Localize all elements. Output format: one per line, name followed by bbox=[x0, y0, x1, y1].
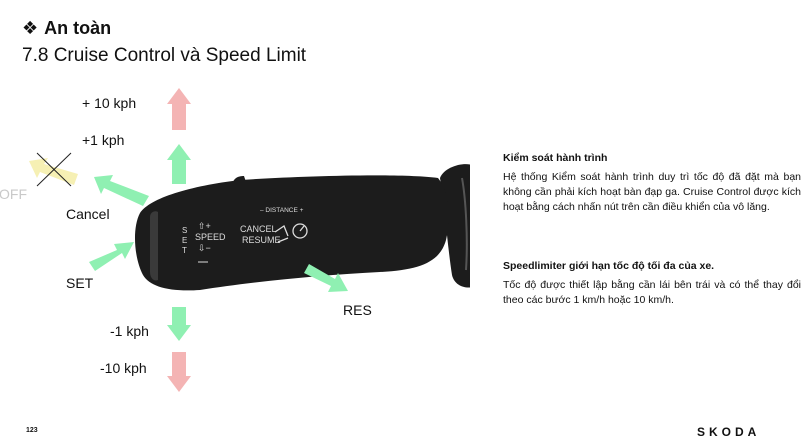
lever-set-t: T bbox=[182, 246, 187, 255]
speed-up-icon: ⇧+ bbox=[198, 221, 211, 231]
cruise-control-heading: Kiểm soát hành trình bbox=[503, 152, 608, 164]
plus-1-kph-label: +1 kph bbox=[82, 132, 125, 148]
off-arrow bbox=[29, 158, 78, 185]
lever-set-e: E bbox=[182, 236, 187, 245]
minus-1-kph-label: -1 kph bbox=[110, 323, 149, 339]
lever-distance-label: – DISTANCE + bbox=[260, 207, 304, 214]
minus-10-arrow bbox=[167, 352, 191, 392]
cruise-speedometer-icon bbox=[292, 223, 308, 239]
off-label: OFF bbox=[0, 186, 27, 202]
speedlimiter-description: Tốc độ được thiết lập bằng cần lái bên t… bbox=[503, 279, 801, 306]
resume-arrows-icon bbox=[274, 225, 289, 243]
page-subtitle: 7.8 Cruise Control và Speed Limit bbox=[22, 45, 307, 66]
section-title-text: An toàn bbox=[44, 18, 112, 38]
plus-10-kph-label: + 10 kph bbox=[82, 95, 137, 111]
cruise-control-diagram: – DISTANCE + S E T ⇧+ SPEED ⇩− CANCEL RE… bbox=[29, 88, 470, 392]
skoda-logo: SKODA bbox=[697, 425, 761, 439]
lever-set-s: S bbox=[182, 226, 187, 235]
set-label: SET bbox=[66, 275, 94, 291]
set-arrow bbox=[89, 242, 134, 271]
minus-1-arrow bbox=[167, 307, 191, 341]
cancel-arrow bbox=[94, 175, 149, 206]
plus-10-arrow bbox=[167, 88, 191, 130]
steering-column-shape bbox=[440, 164, 470, 288]
page-number: 123 bbox=[26, 427, 38, 434]
cancel-label: Cancel bbox=[66, 206, 110, 222]
cruise-control-description: Hệ thống Kiểm soát hành trình duy trì tố… bbox=[503, 171, 801, 213]
lever-speed-label: SPEED bbox=[195, 232, 226, 242]
speedlimiter-heading: Speedlimiter giới hạn tốc độ tối đa của … bbox=[503, 260, 715, 272]
minus-10-kph-label: -10 kph bbox=[100, 360, 147, 376]
res-arrow bbox=[304, 264, 348, 292]
plus-1-arrow bbox=[167, 144, 191, 184]
four-diamond-icon: ❖ bbox=[22, 18, 39, 38]
off-cross-line-2 bbox=[36, 152, 72, 187]
speed-down-icon: ⇩− bbox=[198, 243, 211, 253]
res-label: RES bbox=[343, 302, 372, 318]
section-title: ❖An toàn bbox=[22, 18, 111, 39]
cruise-lever bbox=[134, 175, 449, 291]
lever-cancel-label: CANCEL bbox=[240, 224, 277, 234]
lever-resume-label: RESUME bbox=[242, 235, 281, 245]
